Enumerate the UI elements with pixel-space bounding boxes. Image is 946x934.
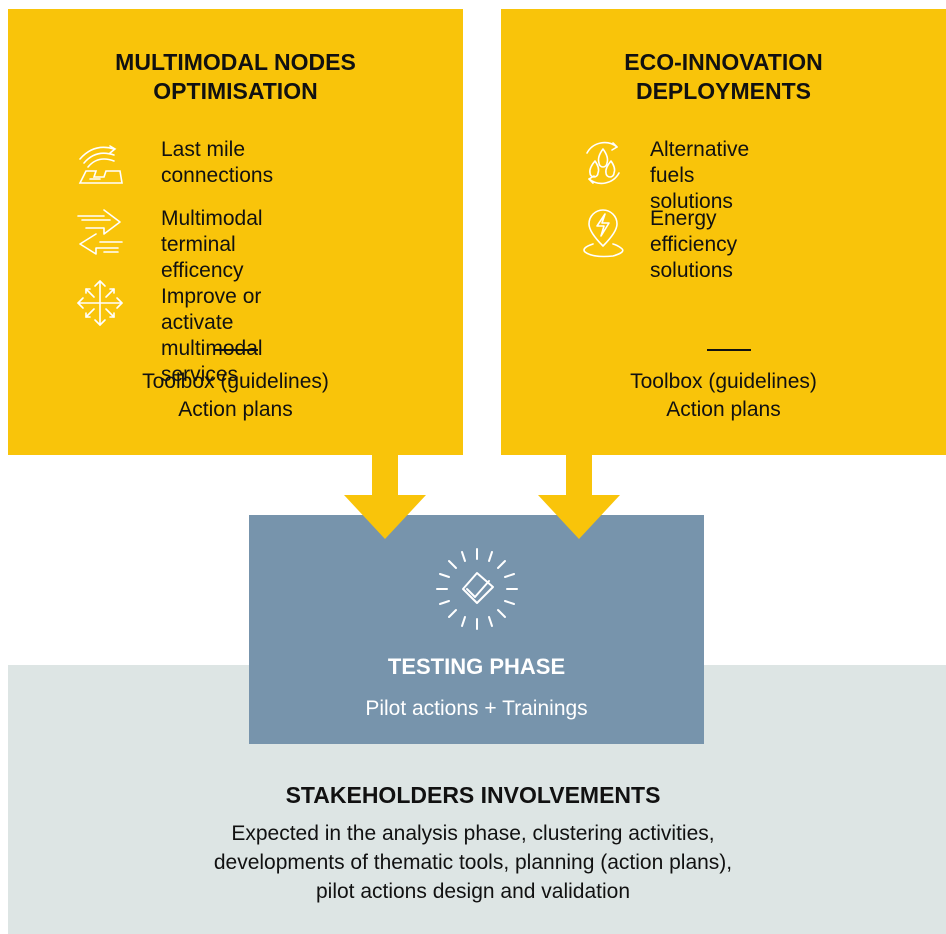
terminal-efficiency-label: Multimodal terminal efficency [161, 207, 263, 282]
eco-innovation-title: ECO-INNOVATION DEPLOYMENTS [624, 49, 823, 104]
multimodal-services-label: Improve or activate multimodal services [161, 285, 263, 386]
testing-phase-title: TESTING PHASE [387, 654, 566, 679]
separator [707, 349, 751, 351]
sparkle-check-icon [436, 548, 518, 630]
testing-phase-box: TESTING PHASE Pilot actions + Trainings [249, 515, 704, 744]
exchange-arrows-icon [77, 209, 123, 255]
toolbox-label: Toolbox (guidelines) [630, 370, 817, 393]
toolbox-label: Toolbox (guidelines) [142, 370, 329, 393]
separator [214, 349, 258, 351]
eco-innovation-panel: ECO-INNOVATION DEPLOYMENTS Alternative f… [501, 9, 946, 455]
fuel-drops-cycle-icon [586, 141, 620, 185]
multimodal-nodes-title: MULTIMODAL NODES OPTIMISATION [115, 49, 356, 104]
energy-pin-icon [583, 209, 624, 258]
stakeholders-title: STAKEHOLDERS INVOLVEMENTS [285, 782, 661, 808]
road-connections-icon [78, 145, 123, 184]
action-plans-label: Action plans [178, 398, 293, 421]
alternative-fuels-label: Alternative fuels solutions [650, 138, 750, 213]
testing-phase-subtitle: Pilot actions + Trainings [365, 697, 588, 720]
multimodal-nodes-panel: MULTIMODAL NODES OPTIMISATION Last mile … [8, 9, 463, 455]
energy-efficiency-label: Energy efficiency solutions [650, 207, 738, 282]
action-plans-label: Action plans [666, 398, 781, 421]
right-down-arrow [538, 455, 620, 539]
last-mile-label: Last mile connections [161, 138, 274, 187]
multi-direction-arrows-icon [77, 280, 123, 326]
stakeholders-description: Expected in the analysis phase, clusteri… [213, 822, 733, 903]
left-down-arrow [344, 455, 426, 539]
